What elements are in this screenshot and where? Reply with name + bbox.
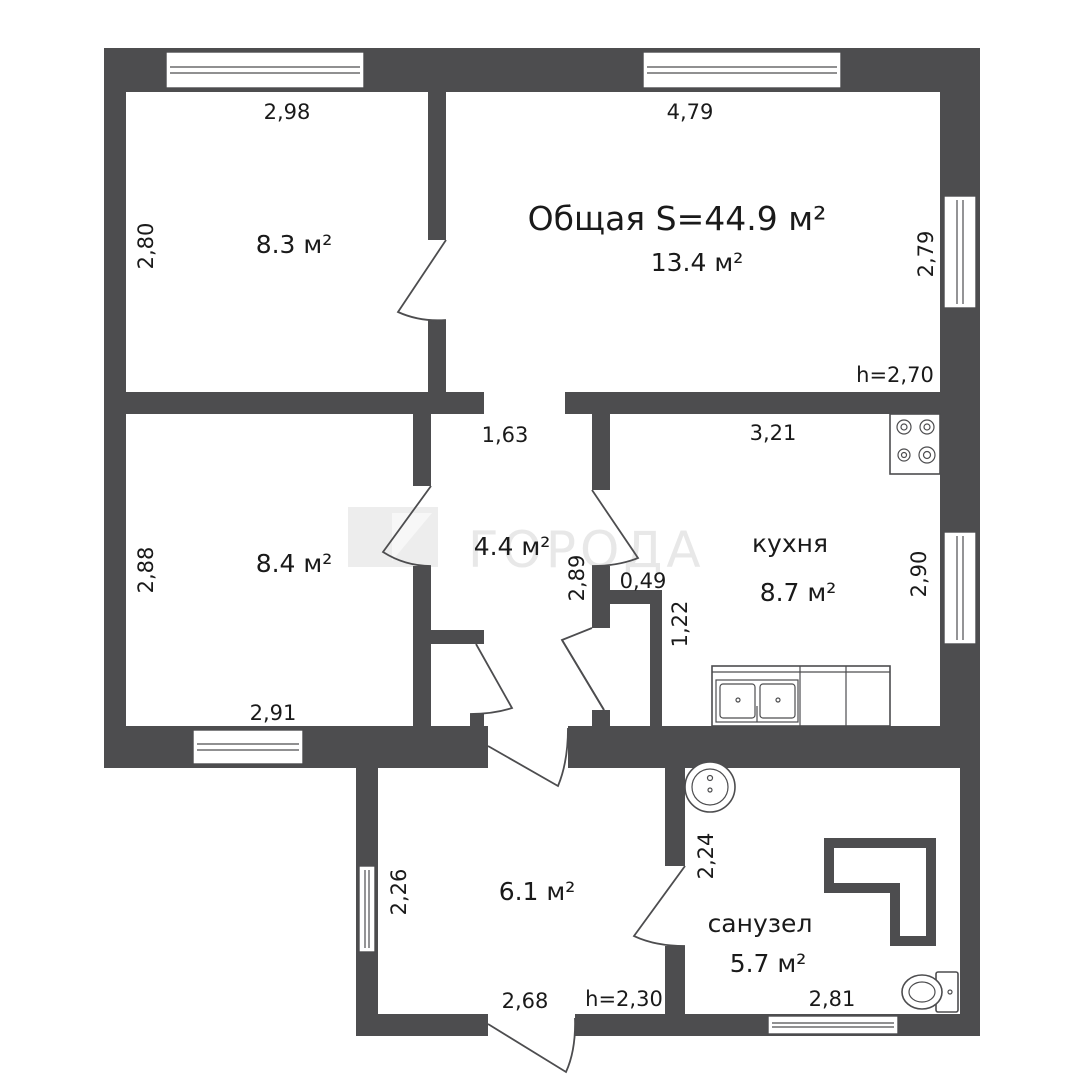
wall-bath-partition-a [665,768,685,866]
dim-closet-length: 1,22 [668,601,692,648]
labels: 2,98 2,80 8.3 м² 4,79 Общая S=44.9 м² 13… [134,100,938,1013]
wall-hall-right-c [592,710,610,726]
dim-entry-length: 2,26 [387,869,411,916]
door-entrance-outer [487,1017,576,1074]
wall-partition-top-b [428,320,446,392]
door-bathroom [632,865,686,947]
wall-hall-left-b [413,566,431,726]
area-room-mid-left: 8.4 м² [256,549,333,578]
height-annex: h=2,30 [585,987,663,1011]
door-room-mid-left [381,485,432,567]
dim-room-top-left-length: 2,80 [134,223,158,270]
area-hallway: 4.4 м² [474,532,551,561]
height-main: h=2,70 [856,363,934,387]
wall-mid-right [565,392,980,414]
dim-bathroom-width: 2,81 [809,987,856,1011]
door-entrance-inner [487,727,569,788]
dim-entry-width: 2,68 [502,989,549,1013]
wall-closet-left-top [431,630,484,644]
bath-fixtures [684,761,959,1013]
stove-icon [889,413,941,475]
window-bottom-left [192,729,304,765]
kitchen-fixtures [711,413,941,727]
doors [381,239,686,1074]
wall-partition-top-a [428,92,446,240]
dim-room-top-right-width: 4,79 [667,100,714,124]
dim-kitchen-length: 2,90 [907,551,931,598]
window-top-right [642,51,842,89]
door-closet-right-arc [561,639,605,711]
counter-icon [711,665,891,727]
dim-room-top-right-length: 2,79 [914,231,938,278]
door-room-top-left [396,239,447,322]
door-closet-right [560,627,605,711]
dim-bathroom-length: 2,24 [694,833,718,880]
corner-bench-icon [824,838,936,946]
door-closet-left [469,643,514,715]
watermark: ГОРОДА [348,507,705,579]
window-annex-left [358,865,376,953]
sink-icon [715,679,799,723]
window-bath-bottom [767,1015,899,1035]
wall-hall-left-a [413,414,431,486]
dim-hallway-length: 2,89 [565,555,589,602]
area-kitchen: 8.7 м² [760,578,837,607]
toilet-icon [901,971,959,1013]
dim-room-mid-left-length: 2,88 [134,547,158,594]
wall-closet-top [592,590,662,604]
bathroom-name: санузел [708,909,813,938]
wall-annex-right [960,768,980,1036]
wall-mid-left [104,392,484,414]
watermark-text: ГОРОДА [468,521,705,579]
area-room-top-right: 13.4 м² [651,248,744,277]
dim-kitchen-width: 3,21 [750,421,797,445]
wall-closet-right [650,590,662,726]
window-right-kitchen [943,531,977,645]
total-area: Общая S=44.9 м² [528,199,827,238]
dim-room-mid-left-width: 2,91 [250,701,297,725]
area-room-top-left: 8.3 м² [256,230,333,259]
dim-room-top-left-width: 2,98 [264,100,311,124]
windows [165,51,977,1035]
wall-annex-bottom-a [356,1014,488,1036]
dim-hallway-width: 1,63 [482,423,529,447]
window-right-upper [943,195,977,309]
kitchen-name: кухня [752,529,828,558]
area-entry: 6.1 м² [499,877,576,906]
window-top-left [165,51,365,89]
wall-bottom-right [568,726,980,768]
door-kitchen [591,489,640,567]
wall-hall-right-a [592,414,610,490]
dim-closet-width: 0,49 [620,569,667,593]
washbasin-icon [684,761,736,813]
wall-closet-left-jamb [470,714,484,726]
area-bathroom: 5.7 м² [730,949,807,978]
wall-bath-partition-b [665,946,685,1014]
